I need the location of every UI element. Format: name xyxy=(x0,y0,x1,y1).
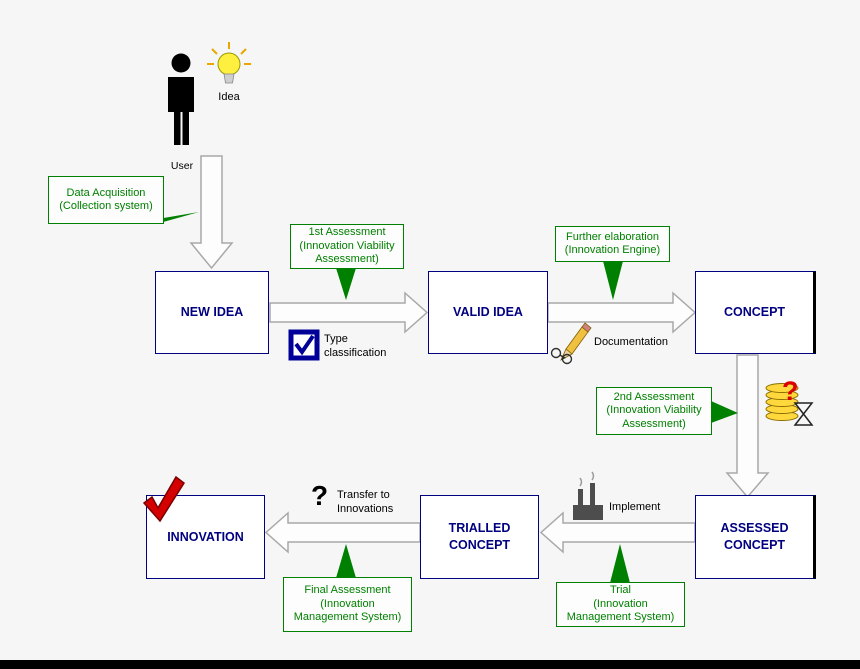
arrow-new-idea-to-valid-idea xyxy=(269,291,429,334)
callout-further-elaboration: Further elaboration (Innovation Engine) xyxy=(555,226,670,262)
box-concept: CONCEPT xyxy=(695,271,816,354)
callout-trial: Trial (Innovation Management System) xyxy=(556,582,685,627)
user-icon xyxy=(168,53,194,145)
callout-second-assessment: 2nd Assessment (Innovation Viability Ass… xyxy=(596,387,712,435)
callout-final-assessment: Final Assessment (Innovation Management … xyxy=(283,577,412,632)
arrow-assessed-to-trialled xyxy=(539,511,696,554)
assessment-cost-icon: ? xyxy=(765,376,814,426)
callout-data-acquisition: Data Acquisition (Collection system) xyxy=(48,176,164,224)
documentation-pencil-icon xyxy=(550,322,592,365)
tail-trial xyxy=(610,544,630,583)
box-new-idea: NEW IDEA xyxy=(155,271,269,354)
user-label: User xyxy=(170,160,194,172)
transfer-question-mark: ? xyxy=(311,480,329,511)
box-assessed-concept: ASSESSED CONCEPT xyxy=(695,495,816,579)
tail-final-assessment xyxy=(336,544,356,578)
innovation-check-icon xyxy=(142,475,186,523)
callout-first-assessment: 1st Assessment (Innovation Viability Ass… xyxy=(290,224,404,269)
box-valid-idea: VALID IDEA xyxy=(428,271,548,354)
hourglass-icon xyxy=(793,402,814,426)
arrow-valid-idea-to-concept xyxy=(547,291,697,334)
transfer-label: Transfer to Innovations xyxy=(337,489,394,515)
arrow-user-to-new-idea xyxy=(189,155,234,270)
documentation-label: Documentation xyxy=(594,336,668,348)
cost-question-mark: ? xyxy=(782,376,799,406)
tail-second-assessment xyxy=(711,401,738,423)
arrow-concept-to-assessed xyxy=(725,354,770,499)
type-classification-checkbox-icon xyxy=(288,329,320,361)
implement-label: Implement xyxy=(609,501,661,513)
box-trialled-concept: TRIALLED CONCEPT xyxy=(420,495,539,579)
idea-lightbulb-icon xyxy=(207,42,251,84)
implement-factory-icon xyxy=(573,471,603,520)
tail-first-assessment xyxy=(336,268,356,300)
bottom-border-bar xyxy=(0,660,860,669)
type-classification-label: Type classification xyxy=(324,333,387,359)
tail-further-elaboration xyxy=(603,261,623,300)
arrow-trialled-to-innovation xyxy=(264,511,421,554)
idea-label: Idea xyxy=(218,91,240,103)
